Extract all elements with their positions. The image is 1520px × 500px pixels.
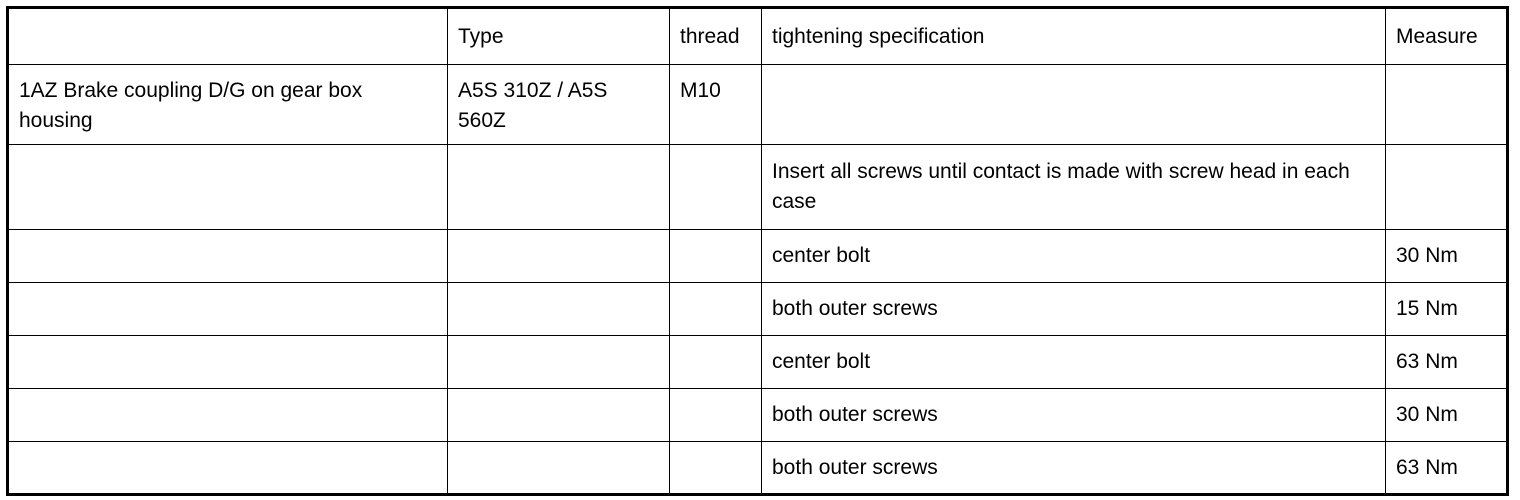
cell-tightening-specification [761,64,1386,145]
cell-measure: 15 Nm [1385,282,1508,336]
cell-type [447,388,670,442]
cell-measure: 30 Nm [1385,229,1508,283]
cell-tightening-specification: both outer screws [761,282,1386,336]
cell-component [7,282,448,336]
cell-type [447,282,670,336]
cell-component [7,229,448,283]
cell-thread [669,282,762,336]
header-cell-tightening-specification: tightening specification [761,7,1386,65]
cell-thread [669,229,762,283]
cell-measure: 30 Nm [1385,388,1508,442]
cell-component [7,335,448,389]
table-row: Insert all screws until contact is made … [7,144,1508,230]
cell-thread [669,144,762,230]
cell-measure: 63 Nm [1385,441,1508,495]
cell-type: A5S 310Z / A5S 560Z [447,64,670,145]
cell-type [447,441,670,495]
table-row: center bolt 30 Nm [7,229,1508,283]
header-cell-thread: thread [669,7,762,65]
cell-thread [669,335,762,389]
cell-thread [669,388,762,442]
header-cell-measure: Measure [1385,7,1508,65]
table-row: both outer screws 63 Nm [7,441,1508,495]
table-row: 1AZ Brake coupling D/G on gear box housi… [7,64,1508,145]
cell-tightening-specification: center bolt [761,335,1386,389]
cell-component [7,144,448,230]
cell-measure [1385,144,1508,230]
cell-thread: M10 [669,64,762,145]
cell-type [447,229,670,283]
header-cell-type: Type [447,7,670,65]
tightening-spec-table: Type thread tightening specification Mea… [6,6,1509,496]
table-row: both outer screws 15 Nm [7,282,1508,336]
cell-component [7,441,448,495]
cell-tightening-specification: both outer screws [761,441,1386,495]
cell-thread [669,441,762,495]
table-row: both outer screws 30 Nm [7,388,1508,442]
cell-type [447,335,670,389]
cell-measure [1385,64,1508,145]
cell-component [7,388,448,442]
cell-measure: 63 Nm [1385,335,1508,389]
cell-tightening-specification: both outer screws [761,388,1386,442]
header-cell-component [7,7,448,65]
cell-tightening-specification: Insert all screws until contact is made … [761,144,1386,230]
cell-component: 1AZ Brake coupling D/G on gear box housi… [7,64,448,145]
table-header-row: Type thread tightening specification Mea… [7,7,1508,65]
table-row: center bolt 63 Nm [7,335,1508,389]
cell-type [447,144,670,230]
cell-tightening-specification: center bolt [761,229,1386,283]
